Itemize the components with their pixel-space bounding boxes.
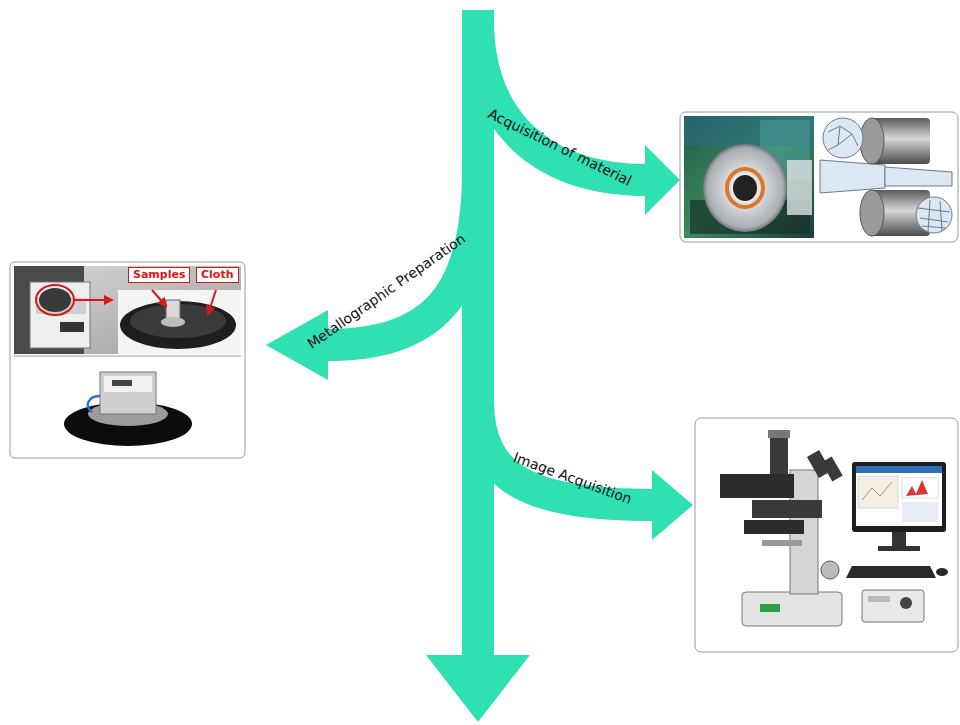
step-label: Image Acquisition [510,449,633,508]
callout-box: Cloth [196,267,239,283]
rolling-panel-part [823,118,863,158]
polishing-panel-part [75,299,112,301]
arrow-head [266,145,693,722]
microscope-panel-part [770,436,788,474]
rolling-panel-part [860,190,884,236]
microscope-panel-part [742,592,842,626]
rolling-panel-part [703,144,787,232]
rolling-panel-part [918,200,950,232]
microscope-panel-part [902,478,938,498]
callout-label: Cloth [201,268,234,282]
microscope-panel-part [821,561,839,579]
polishing-panel-part [39,288,71,312]
polishing-panel-part [14,356,241,357]
arrow-head-part [426,655,530,722]
microscope-panel-part [900,597,912,609]
microscope-panel-part [862,590,924,622]
rolling-panel [680,112,958,242]
microscope-panel-part [892,532,906,546]
polishing-panel-part [120,301,236,349]
arrow-head-part [645,145,680,215]
microscope-panel-part [902,502,938,522]
microscope-panel [695,418,958,652]
polishing-panel-part [30,282,90,348]
microscope-panel-part [752,500,822,518]
polishing-panel-part [208,290,216,314]
polishing-panel-part [36,285,74,315]
rolling-panel-part [860,118,884,164]
polishing-panel-part [10,262,245,458]
arrow-head-part [652,470,693,540]
microscope-panel-part [936,568,948,576]
microscope-panel-part [744,520,804,534]
step-label: Metallographic Preparation [304,230,468,352]
microscope-panel-part [858,476,898,508]
microscope-panel-part [906,480,928,496]
rolling-panel-part [885,167,952,186]
microscope-panel-part [762,540,802,546]
rolling-panel-part [787,160,812,215]
microscope-panel-part [846,566,936,578]
polishing-panel-part [112,380,132,386]
rolling-panel-part [727,169,763,207]
callout-box: Samples [128,267,190,283]
rolling-panel-part [820,160,885,193]
polishing-panel-part [118,290,241,354]
polishing-panel-part [104,376,152,392]
microscope-panel-part [856,466,942,526]
microscope-panel-part [856,466,942,473]
polishing-panel-part [14,266,241,354]
polishing-panel [10,262,245,458]
microscope-panel-part [852,462,946,532]
rolling-panel-part [733,175,757,201]
polishing-panel-part [100,372,156,414]
microscope-panel-part [695,418,958,652]
rolling-panel-part [680,112,958,242]
polishing-panel-part [60,322,84,332]
flow-arrow [326,10,654,658]
rolling-panel-part [684,116,814,238]
microscope-panel-part [760,604,780,612]
polishing-panel-part [152,290,166,306]
microscope-panel-part [768,430,790,438]
rolling-panel-part [916,197,952,233]
rolling-panel-part [818,116,954,238]
rolling-panel-part [828,126,858,150]
step-label: Acquisition of material [486,105,635,189]
microscope-panel-part [862,482,892,500]
polishing-panel-part [161,317,185,327]
microscope-panel-part [720,474,794,498]
callout-label: Samples [133,268,185,282]
polishing-panel-part [88,396,100,412]
microscope-panel-part [868,596,890,602]
microscope-panel-part [878,546,920,551]
microscope-panel-part [821,456,842,481]
